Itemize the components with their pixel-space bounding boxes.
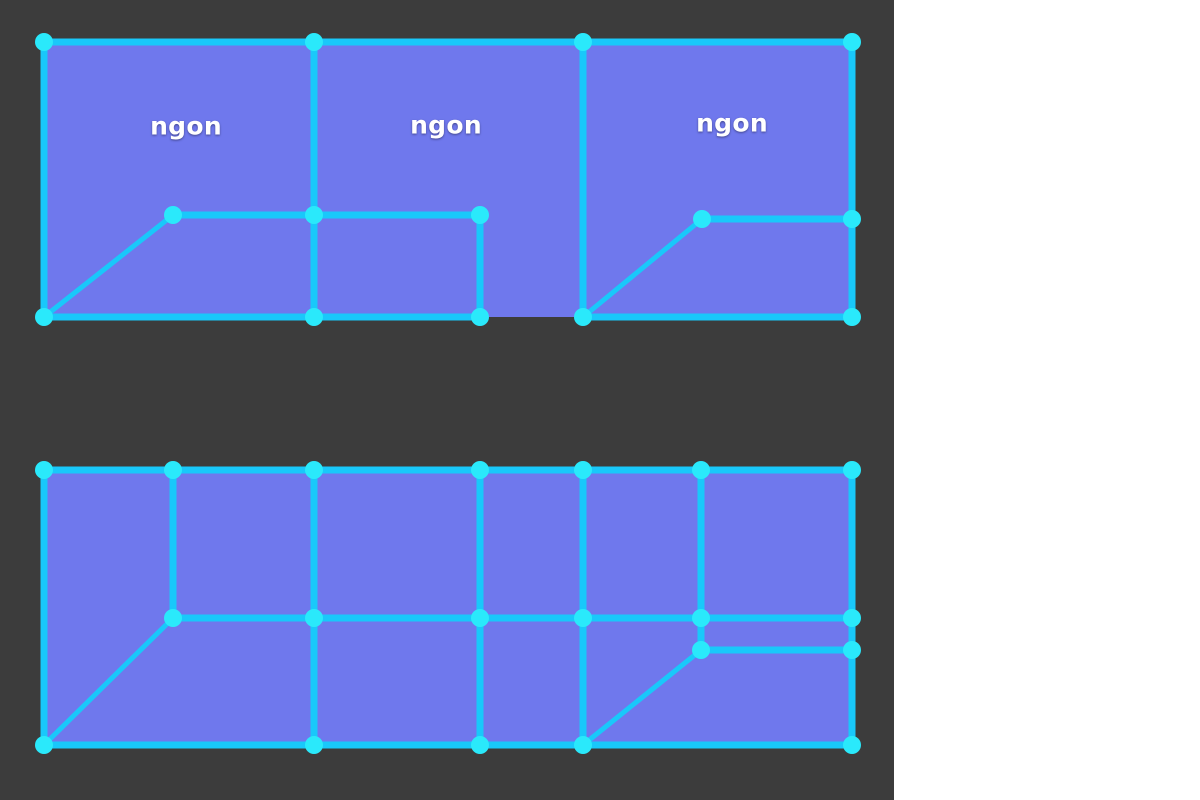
bottom-mesh-vertex-9[interactable] bbox=[471, 609, 489, 627]
top-mesh-vertex-3[interactable] bbox=[843, 33, 861, 51]
face-k[interactable] bbox=[583, 650, 852, 745]
bottom-mesh-vertex-7[interactable] bbox=[164, 609, 182, 627]
quad-face-2[interactable] bbox=[314, 215, 480, 317]
quad-face-1[interactable] bbox=[44, 215, 314, 317]
bottom-mesh-vertex-19[interactable] bbox=[843, 736, 861, 754]
ngon-face-2[interactable] bbox=[314, 42, 583, 317]
top-mesh-vertex-13[interactable] bbox=[843, 308, 861, 326]
bottom-mesh-vertex-1[interactable] bbox=[164, 461, 182, 479]
bottom-mesh-vertex-11[interactable] bbox=[692, 609, 710, 627]
mesh-canvas[interactable] bbox=[0, 0, 894, 800]
top-mesh-vertex-11[interactable] bbox=[471, 308, 489, 326]
ngon-face-3[interactable] bbox=[583, 42, 852, 317]
face-i[interactable] bbox=[701, 470, 852, 618]
top-mesh-edge-15[interactable] bbox=[580, 216, 705, 320]
bottom-mesh-vertex-15[interactable] bbox=[35, 736, 53, 754]
bottom-mesh-vertex-13[interactable] bbox=[692, 641, 710, 659]
face-g[interactable] bbox=[480, 618, 583, 745]
bottom-mesh-vertex-6[interactable] bbox=[843, 461, 861, 479]
bottom-mesh-vertex-12[interactable] bbox=[843, 609, 861, 627]
vertices-layer bbox=[35, 33, 861, 754]
bottom-mesh-vertex-3[interactable] bbox=[471, 461, 489, 479]
face-a[interactable] bbox=[44, 470, 173, 745]
bottom-mesh-edge-23[interactable] bbox=[41, 615, 176, 748]
top-mesh-vertex-4[interactable] bbox=[164, 206, 182, 224]
top-mesh-vertex-12[interactable] bbox=[574, 308, 592, 326]
bottom-mesh-vertex-5[interactable] bbox=[692, 461, 710, 479]
bottom-mesh-vertex-8[interactable] bbox=[305, 609, 323, 627]
top-mesh-vertex-6[interactable] bbox=[471, 206, 489, 224]
quad-face-3[interactable] bbox=[583, 219, 852, 317]
face-h[interactable] bbox=[583, 470, 701, 618]
bottom-mesh-vertex-10[interactable] bbox=[574, 609, 592, 627]
edges-layer bbox=[40, 38, 856, 749]
side-panel bbox=[894, 0, 1200, 800]
bottom-mesh-vertex-14[interactable] bbox=[843, 641, 861, 659]
top-mesh-vertex-2[interactable] bbox=[574, 33, 592, 51]
faces-layer bbox=[44, 42, 852, 745]
bottom-mesh-vertex-18[interactable] bbox=[574, 736, 592, 754]
bottom-mesh-vertex-17[interactable] bbox=[471, 736, 489, 754]
top-mesh-vertex-1[interactable] bbox=[305, 33, 323, 51]
face-d[interactable] bbox=[314, 470, 480, 618]
face-b[interactable] bbox=[44, 618, 314, 745]
face-e[interactable] bbox=[314, 618, 480, 745]
bottom-mesh-vertex-16[interactable] bbox=[305, 736, 323, 754]
top-mesh-vertex-7[interactable] bbox=[693, 210, 711, 228]
bottom-mesh-vertex-0[interactable] bbox=[35, 461, 53, 479]
face-l[interactable] bbox=[583, 618, 701, 745]
ngon-face-1[interactable] bbox=[44, 42, 314, 317]
bottom-mesh-vertex-4[interactable] bbox=[574, 461, 592, 479]
face-j[interactable] bbox=[583, 618, 852, 650]
face-c[interactable] bbox=[173, 470, 314, 618]
top-mesh-vertex-8[interactable] bbox=[843, 210, 861, 228]
bottom-mesh-vertex-2[interactable] bbox=[305, 461, 323, 479]
bottom-mesh-edge-24[interactable] bbox=[580, 647, 704, 748]
face-f[interactable] bbox=[480, 470, 583, 618]
top-mesh-vertex-5[interactable] bbox=[305, 206, 323, 224]
top-mesh-vertex-9[interactable] bbox=[35, 308, 53, 326]
top-mesh-edge-14[interactable] bbox=[41, 212, 176, 320]
top-mesh-vertex-10[interactable] bbox=[305, 308, 323, 326]
top-mesh-vertex-0[interactable] bbox=[35, 33, 53, 51]
